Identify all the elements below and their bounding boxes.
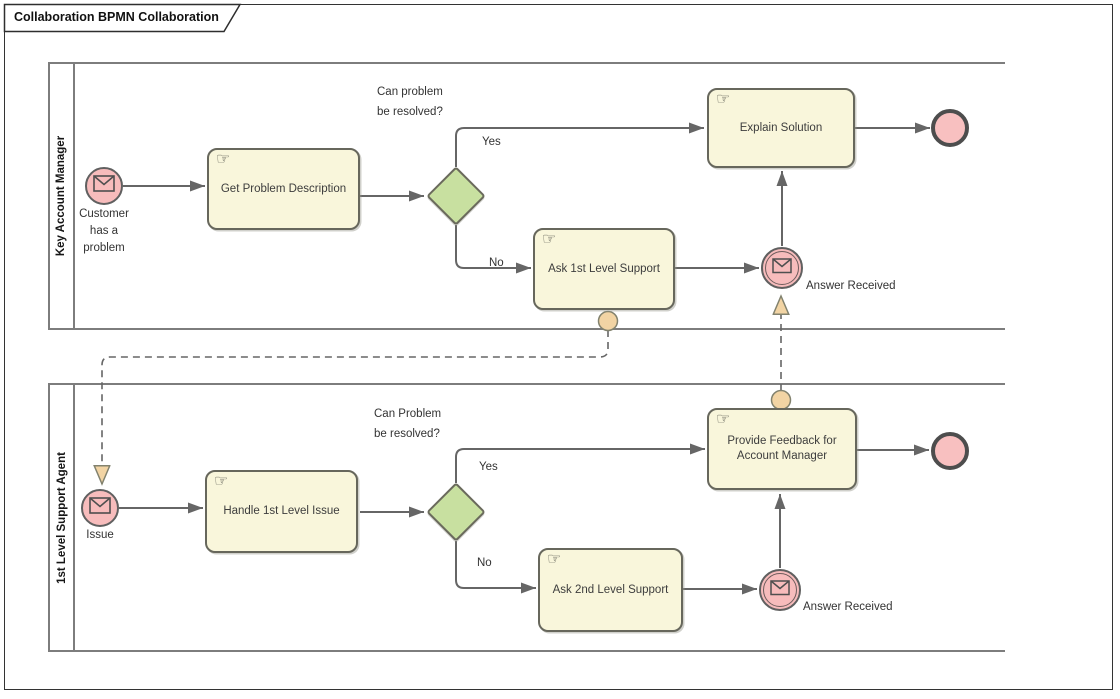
message-envelope-icon: [89, 496, 111, 520]
task-explain-solution[interactable]: ☞ Explain Solution: [707, 88, 855, 168]
manual-task-icon: ☞: [716, 91, 731, 108]
gateway-question-top: Can problem be resolved?: [377, 86, 443, 118]
start-event-label-customer: Customer has a problem: [79, 208, 129, 254]
diagram-title: Collaboration BPMN Collaboration: [14, 10, 219, 24]
diagram-title-tab: [3, 3, 242, 33]
sequence-flow-gateway-no-to-ask2nd[interactable]: [455, 541, 536, 594]
intermediate-event-answer-received-top[interactable]: [761, 247, 803, 289]
manual-task-icon: ☞: [216, 151, 231, 168]
sequence-flow-gateway-yes-to-feedback[interactable]: [455, 443, 705, 483]
pool-key-account-manager[interactable]: Key Account Manager: [48, 62, 1005, 330]
message-flow-ask1st-to-issue[interactable]: [102, 330, 609, 484]
message-envelope-icon: [770, 579, 790, 601]
pool-label-band[interactable]: 1st Level Support Agent: [50, 385, 75, 650]
task-ask-2nd-level-support[interactable]: ☞ Ask 2nd Level Support: [538, 548, 683, 632]
task-handle-1st-level-issue[interactable]: ☞ Handle 1st Level Issue: [205, 470, 358, 553]
task-label: Explain Solution: [739, 121, 823, 134]
end-event-bottom[interactable]: [931, 432, 969, 470]
manual-task-icon: ☞: [214, 473, 229, 490]
message-envelope-icon: [93, 174, 115, 198]
start-event-label-issue: Issue: [86, 529, 114, 541]
task-ask-1st-level-support[interactable]: ☞ Ask 1st Level Support: [533, 228, 675, 310]
message-envelope-icon: [772, 257, 792, 279]
pool-label-band[interactable]: Key Account Manager: [50, 64, 75, 328]
start-event-customer-has-problem[interactable]: [85, 167, 123, 205]
task-provide-feedback[interactable]: ☞ Provide Feedback for Account Manager: [707, 408, 857, 490]
sequence-flow-gateway-no-to-ask1st[interactable]: [455, 225, 531, 274]
task-label: Provide Feedback for Account Manager: [727, 435, 837, 462]
yes-label-top: Yes: [482, 136, 501, 148]
intermediate-event-ring: [763, 573, 797, 607]
yes-label-bottom: Yes: [479, 461, 498, 473]
task-label: Ask 1st Level Support: [548, 262, 660, 275]
task-get-problem-description[interactable]: ☞ Get Problem Description: [207, 148, 360, 230]
end-event-top[interactable]: [931, 109, 969, 147]
message-flow-source-dot: [597, 310, 619, 332]
sequence-flow-gateway-yes-to-explain[interactable]: [455, 122, 704, 167]
no-label-top: No: [489, 257, 504, 269]
manual-task-icon: ☞: [716, 411, 731, 428]
manual-task-icon: ☞: [547, 551, 562, 568]
task-label: Handle 1st Level Issue: [223, 505, 340, 517]
intermediate-event-ring: [765, 251, 799, 285]
no-label-bottom: No: [477, 557, 492, 569]
gateway-question-bottom: Can Problem be resolved?: [374, 408, 442, 440]
task-label: Get Problem Description: [220, 182, 347, 195]
task-label: Ask 2nd Level Support: [552, 583, 669, 596]
start-event-issue[interactable]: [81, 489, 119, 527]
answer-received-label-top: Answer Received: [806, 280, 896, 292]
message-flow-source-dot: [770, 389, 792, 411]
answer-received-label-bottom: Answer Received: [803, 601, 893, 613]
manual-task-icon: ☞: [542, 231, 557, 248]
diagram-frame: [4, 4, 1113, 690]
pool-1st-level-support-agent[interactable]: 1st Level Support Agent: [48, 383, 1005, 652]
intermediate-event-answer-received-bottom[interactable]: [759, 569, 801, 611]
